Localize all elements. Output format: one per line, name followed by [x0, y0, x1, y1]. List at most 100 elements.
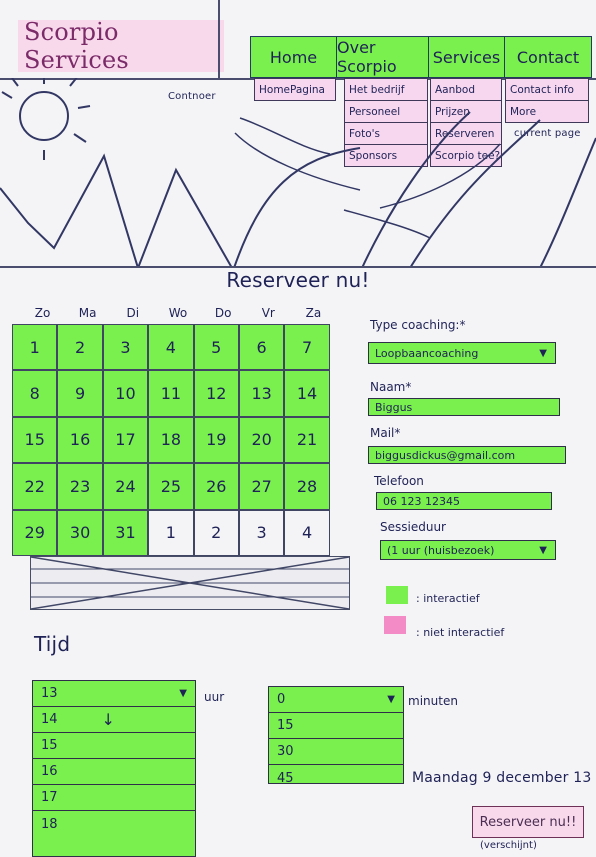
minute-option[interactable]: 0▼	[269, 687, 403, 713]
calendar-day[interactable]: 31	[102, 509, 149, 556]
submenu-item-het-bedrijf[interactable]: Het bedrijf	[345, 79, 427, 101]
calendar-day[interactable]: 25	[148, 463, 194, 510]
session-select[interactable]: (1 uur (huisbezoek) ▼	[380, 540, 556, 560]
calendar-day[interactable]: 30	[57, 509, 103, 556]
calendar-day-inactive: 1	[148, 509, 194, 556]
hour-option[interactable]: 18	[41, 816, 58, 832]
submenu-item-aanbod[interactable]: Aanbod	[431, 79, 501, 101]
calendar-day[interactable]: 2	[57, 324, 103, 371]
submenu-home: HomePagina	[254, 78, 336, 101]
interactive-legend-swatch	[386, 586, 408, 604]
calendar-day[interactable]: 8	[12, 370, 58, 417]
calendar-day[interactable]: 17	[102, 416, 149, 464]
submenu-item-contact-info[interactable]: Contact info	[506, 79, 588, 101]
calendar-day[interactable]: 28	[284, 463, 330, 510]
header-scenery	[0, 78, 596, 268]
day-label: Za	[305, 306, 322, 320]
submenu-item-reserveren[interactable]: Reserveren	[431, 123, 501, 145]
calendar-day[interactable]: 20	[238, 416, 285, 464]
minute-option[interactable]: 45	[277, 770, 294, 786]
calendar-day[interactable]: 19	[193, 416, 239, 464]
minute-option[interactable]: 30	[269, 739, 403, 765]
calendar-day[interactable]: 22	[12, 463, 58, 510]
calendar-day[interactable]: 24	[102, 463, 149, 510]
submenu-item-sponsors[interactable]: Sponsors	[349, 149, 398, 162]
type-coaching-value: Loopbaancoaching	[375, 346, 479, 360]
calendar-day[interactable]: 11	[148, 370, 194, 417]
calendar-day[interactable]: 12	[193, 370, 239, 417]
non-interactive-legend-text: : niet interactief	[416, 626, 505, 639]
phone-value: 06 123 12345	[383, 494, 460, 508]
reserve-note: (verschijnt)	[480, 840, 537, 851]
phone-field[interactable]: 06 123 12345	[376, 492, 552, 510]
calendar-day[interactable]: 23	[57, 463, 103, 510]
nav-home[interactable]: Home	[251, 37, 337, 77]
name-field[interactable]: Biggus	[368, 398, 560, 416]
calendar-day[interactable]: 5	[193, 324, 239, 371]
chevron-down-icon: ▼	[179, 688, 187, 699]
mail-value: biggusdickus@gmail.com	[375, 448, 516, 462]
hour-selector[interactable]: 13▼ 14↓ 15 16 17 18	[32, 680, 196, 857]
submenu-item-fotos[interactable]: Foto's	[345, 123, 427, 145]
nav-over-scorpio[interactable]: Over Scorpio	[337, 37, 429, 77]
name-label: Naam*	[370, 380, 412, 394]
minute-unit-label: minuten	[408, 694, 458, 708]
calendar-day[interactable]: 27	[238, 463, 285, 510]
calendar-day-header: Zo Ma Di Wo Do Vr Za	[20, 306, 336, 324]
calendar-day[interactable]: 26	[193, 463, 239, 510]
selected-date: Maandag 9 december 13	[412, 770, 592, 786]
calendar-crossed-row	[30, 556, 350, 610]
calendar-day[interactable]: 10	[102, 370, 149, 417]
hour-option[interactable]: 17	[33, 785, 195, 811]
type-coaching-select[interactable]: Loopbaancoaching ▼	[368, 342, 556, 364]
name-value: Biggus	[375, 400, 413, 414]
calendar-day[interactable]: 18	[148, 416, 194, 464]
nav-services[interactable]: Services	[429, 37, 505, 77]
calendar-day[interactable]: 9	[57, 370, 103, 417]
day-label: Zo	[34, 306, 51, 320]
arrow-down-icon: ↓	[101, 710, 115, 729]
calendar-day[interactable]: 3	[102, 324, 149, 371]
hour-unit-label: uur	[204, 690, 225, 704]
minute-selector[interactable]: 0▼ 15 30 45	[268, 686, 404, 786]
minute-option[interactable]: 15	[269, 713, 403, 739]
submenu-over-scorpio: Het bedrijf Personeel Foto's Sponsors	[344, 78, 428, 167]
current-page-label: current page	[514, 128, 581, 139]
calendar-day[interactable]: 7	[284, 324, 330, 371]
submenu-item-more[interactable]: More	[510, 105, 537, 118]
calendar-day[interactable]: 16	[57, 416, 103, 464]
hour-option[interactable]: 16	[33, 759, 195, 785]
calendar-day[interactable]: 21	[284, 416, 330, 464]
reserve-button[interactable]: Reserveer nu!!	[472, 806, 584, 838]
day-label: Do	[214, 306, 232, 320]
submenu-item-scorpio-tee[interactable]: Scorpio tee?	[435, 149, 501, 162]
day-label: Wo	[168, 306, 188, 320]
session-value: (1 uur (huisbezoek)	[387, 543, 495, 557]
calendar-day[interactable]: 1	[12, 324, 58, 371]
submenu-contact: Contact info More	[505, 78, 589, 123]
calendar-day[interactable]: 4	[148, 324, 194, 371]
mail-field[interactable]: biggusdickus@gmail.com	[368, 446, 566, 464]
calendar-day[interactable]: 29	[12, 509, 58, 556]
nav-contact[interactable]: Contact	[516, 47, 580, 67]
submenu-item-personeel[interactable]: Personeel	[345, 101, 427, 123]
type-coaching-label: Type coaching:*	[370, 318, 466, 332]
mail-label: Mail*	[370, 426, 401, 440]
submenu-item-prijzen[interactable]: Prijzen	[431, 101, 501, 123]
submenu-services: Aanbod Prijzen Reserveren Scorpio tee?	[430, 78, 502, 167]
brand-logo: Scorpio Services	[18, 18, 224, 74]
calendar-day-inactive: 3	[238, 509, 285, 556]
hour-option[interactable]: 15	[33, 733, 195, 759]
section-divider	[0, 266, 596, 268]
header-divider-vertical	[218, 0, 220, 78]
hour-option[interactable]: 14↓	[33, 707, 195, 733]
calendar-day[interactable]: 6	[238, 324, 285, 371]
submenu-item-homepagina[interactable]: HomePagina	[259, 83, 325, 96]
main-nav: Home Over Scorpio Services Contact	[250, 36, 592, 78]
calendar-day[interactable]: 13	[238, 370, 285, 417]
calendar-day[interactable]: 15	[12, 416, 58, 464]
day-label: Ma	[78, 306, 97, 320]
calendar-day[interactable]: 14	[284, 370, 330, 417]
chevron-down-icon: ▼	[539, 347, 547, 359]
hour-option[interactable]: 13▼	[33, 681, 195, 707]
